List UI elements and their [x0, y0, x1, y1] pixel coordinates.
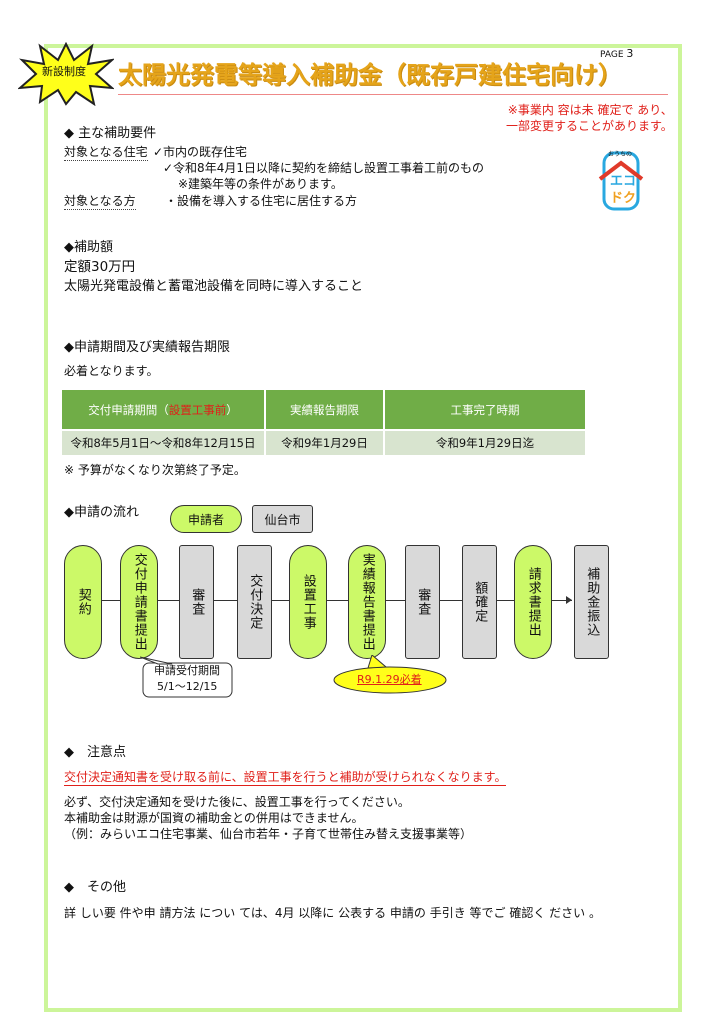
- caution-line: 必ず、交付決定通知を受けた後に、設置工事を行ってください。: [64, 795, 410, 809]
- cell: 令和9年1月29日: [266, 431, 383, 455]
- legend-applicant: 申請者: [170, 505, 242, 533]
- person-item: ・設備を導入する住宅に居住する方: [165, 194, 358, 208]
- flow-step: 契約: [64, 545, 102, 659]
- caution-line: 本補助金は財源が国資の補助金との併用はできません。: [64, 811, 364, 825]
- flow-step: 交付申請書提出: [120, 545, 158, 659]
- flow-step: 審査: [179, 545, 214, 659]
- col-header-completion: 工事完了時期: [385, 390, 585, 429]
- flow-step: 審査: [405, 545, 440, 659]
- starburst-badge: [18, 42, 114, 106]
- table-row: 令和8年5月1日～令和8年12月15日令和9年1月29日令和9年1月29日迄: [62, 431, 585, 455]
- col-header-report: 実績報告期限: [266, 390, 383, 429]
- flow-heading: ◆申請の流れ: [64, 505, 139, 520]
- period-heading: ◆申請期間及び実績報告期限: [64, 340, 230, 355]
- flow-step: 請求書提出: [514, 545, 552, 659]
- period-table: 交付申請期間（設置工事前） 実績報告期限 工事完了時期 令和8年5月1日～令和8…: [60, 388, 587, 457]
- house-label: 対象となる住宅: [64, 145, 148, 161]
- caution-line: （例：みらいエコ住宅事業、仙台市若年・子育て世帯住み替え支援事業等）: [64, 827, 473, 841]
- caution-warning: 交付決定通知書を受け取る前に、設置工事を行うと補助が受けられなくなります。: [64, 770, 507, 786]
- house-item: ✓市内の既存住宅: [153, 145, 248, 159]
- flow-line: [100, 600, 572, 601]
- house-item: ※建築年等の条件があります。: [178, 177, 343, 191]
- tentative-note: ※事業内 容は未 確定で あり、一部変更することがあります。: [506, 103, 673, 133]
- page-number: PAGE 3: [600, 47, 634, 61]
- cell: 令和8年5月1日～令和8年12月15日: [62, 431, 264, 455]
- cautions-heading: ◆ 注意点: [64, 745, 126, 760]
- deadline-callout: R9.1.29必着: [357, 673, 422, 686]
- flow-step: 額確定: [462, 545, 497, 659]
- flow-step: 設置工事: [289, 545, 327, 659]
- eco-doku-logo: おうちの エコ ドク: [598, 147, 644, 213]
- callout-shapes: [140, 655, 447, 698]
- page-border: [44, 44, 682, 1012]
- arrow-head-icon: [566, 596, 572, 604]
- amount-condition: 太陽光発電設備と蓄電池設備を同時に導入すること: [64, 279, 364, 294]
- legend-city: 仙台市: [252, 505, 313, 533]
- other-text: 詳 しい要 件や申 請方法 につい ては、4月 以降に 公表する 申請の 手引き…: [64, 906, 601, 920]
- page-title: 太陽光発電等導入補助金（既存戸建住宅向け）: [118, 61, 622, 89]
- callout-range: 5/1～12/15: [157, 680, 218, 693]
- amount-heading: ◆補助額: [64, 240, 113, 255]
- new-system-badge: 新設制度: [42, 65, 86, 78]
- callout-title: 申請受付期間: [154, 664, 220, 677]
- other-heading: ◆ その他: [64, 880, 126, 895]
- budget-footnote: ※ 予算がなくなり次第終了予定。: [64, 463, 246, 477]
- amount-value: 定額30万円: [64, 259, 136, 275]
- person-label: 対象となる方: [64, 194, 136, 210]
- requirements-heading: ◆ 主な補助要件: [64, 126, 157, 141]
- house-item: ✓令和8年4月1日以降に契約を締結し設置工事着工前のもの: [163, 161, 484, 175]
- col-header-application: 交付申請期間（設置工事前）: [62, 390, 264, 429]
- period-note: 必着となります。: [64, 364, 159, 378]
- cell: 令和9年1月29日迄: [385, 431, 585, 455]
- title-underline: [118, 94, 668, 95]
- flow-step: 実績報告書提出: [348, 545, 386, 659]
- flow-step: 交付決定: [237, 545, 272, 659]
- flow-step: 補助金振込: [574, 545, 609, 659]
